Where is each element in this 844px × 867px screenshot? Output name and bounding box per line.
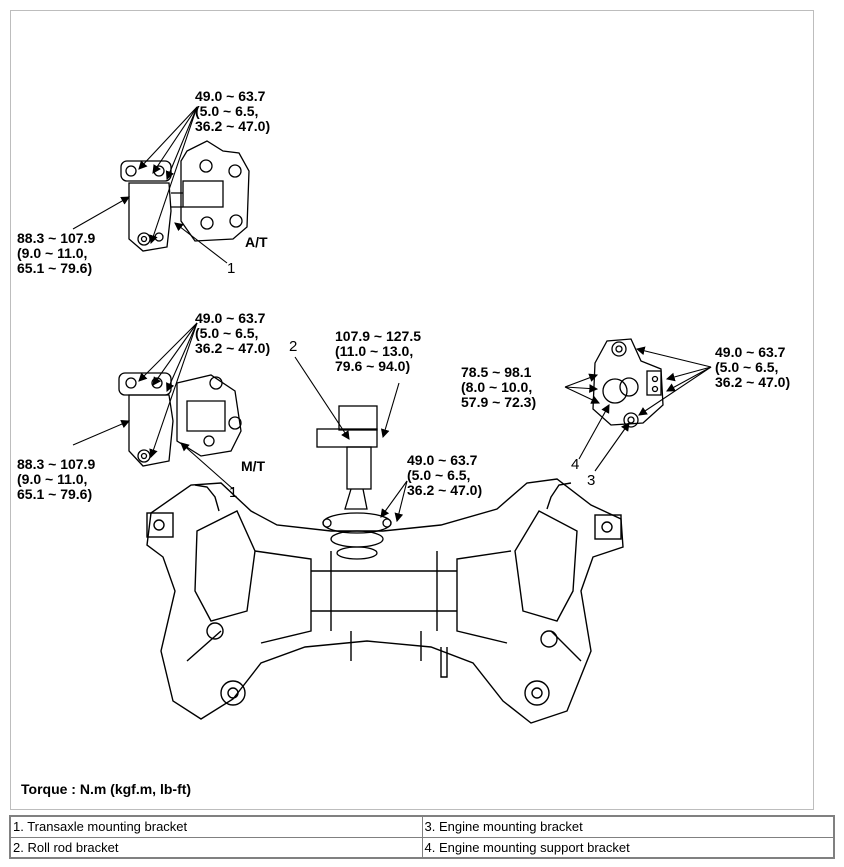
engine-left-torque-label: 78.5 ~ 98.1 (8.0 ~ 10.0, 57.9 ~ 72.3) <box>461 364 537 410</box>
legend-item-2: 2. Roll rod bracket <box>9 836 423 859</box>
roll-rod-bottom-torque-label: 49.0 ~ 63.7 (5.0 ~ 6.5, 36.2 ~ 47.0) <box>407 452 483 498</box>
roll-rod-top-torque-label: 107.9 ~ 127.5 (11.0 ~ 13.0, 79.6 ~ 94.0) <box>335 328 422 374</box>
engine-mount-bracket <box>592 338 664 428</box>
legend-item-1: 1. Transaxle mounting bracket <box>9 815 423 838</box>
at-top-torque-label: 49.0 ~ 63.7 (5.0 ~ 6.5, 36.2 ~ 47.0) <box>195 88 271 134</box>
leader-arrows <box>72 106 712 523</box>
diagram-drawing <box>72 106 712 724</box>
mt-left-torque-label: 88.3 ~ 107.9 (9.0 ~ 11.0, 65.1 ~ 79.6) <box>17 456 96 502</box>
legend-table: 1. Transaxle mounting bracket 3. Engine … <box>9 815 835 859</box>
roll-rod-callout-number: 2 <box>289 338 298 355</box>
at-callout-number: 1 <box>227 260 236 277</box>
legend-item-4: 4. Engine mounting support bracket <box>421 836 835 859</box>
legend-item-3: 3. Engine mounting bracket <box>421 815 835 838</box>
engine-support-callout-number: 4 <box>571 456 580 473</box>
legend-row: 1. Transaxle mounting bracket 3. Engine … <box>9 815 835 838</box>
engine-mount-callout-number: 3 <box>587 472 596 489</box>
torque-units-note: Torque : N.m (kgf.m, lb-ft) <box>21 781 192 797</box>
mt-callout-number: 1 <box>229 484 238 501</box>
at-label: A/T <box>245 234 268 250</box>
sub-frame <box>146 478 624 724</box>
legend-row: 2. Roll rod bracket 4. Engine mounting s… <box>9 836 835 859</box>
mt-transaxle-bracket <box>118 372 242 467</box>
roll-rod-bracket <box>316 405 392 560</box>
mt-top-torque-label: 49.0 ~ 63.7 (5.0 ~ 6.5, 36.2 ~ 47.0) <box>195 310 271 356</box>
at-transaxle-bracket <box>120 140 250 252</box>
engine-right-torque-label: 49.0 ~ 63.7 (5.0 ~ 6.5, 36.2 ~ 47.0) <box>715 344 791 390</box>
at-left-torque-label: 88.3 ~ 107.9 (9.0 ~ 11.0, 65.1 ~ 79.6) <box>17 230 96 276</box>
mt-label: M/T <box>241 458 266 474</box>
mounting-diagram: 49.0 ~ 63.7 (5.0 ~ 6.5, 36.2 ~ 47.0) 88.… <box>10 10 814 810</box>
